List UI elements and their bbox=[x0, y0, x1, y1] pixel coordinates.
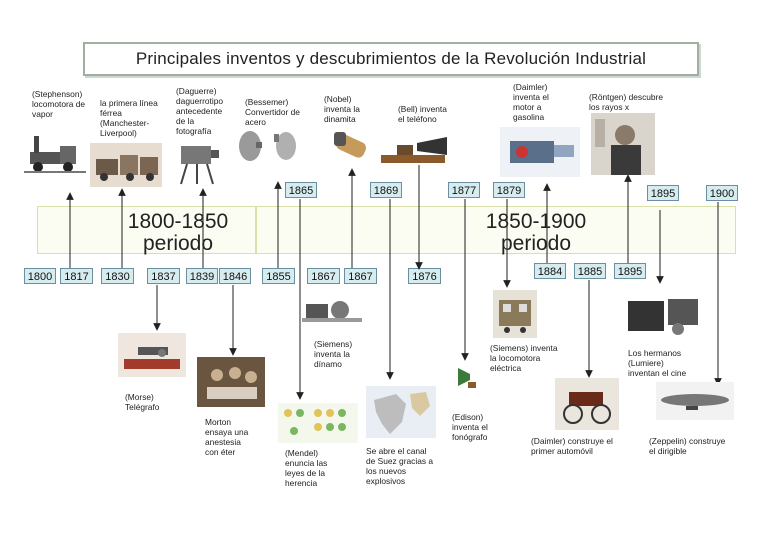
label-daguerre: (Daguerre) daguerrotipo antecedente de l… bbox=[176, 86, 224, 136]
year-box-1885: 1885 bbox=[574, 263, 606, 279]
year-box-1895-top: 1895 bbox=[647, 185, 679, 201]
bessemer-converter-illustration bbox=[239, 131, 296, 161]
label-suez: Se abre el canal de Suez gracias a los n… bbox=[366, 446, 434, 486]
period-word: periodo bbox=[142, 232, 214, 255]
period-label-1850-1900: 1850-1900 periodo bbox=[466, 211, 606, 255]
dynamite-illustration bbox=[334, 132, 367, 158]
label-bessemer: (Bessemer) Convertidor de acero bbox=[245, 97, 300, 127]
period-years: 1850-1900 bbox=[485, 210, 587, 233]
period-years: 1800-1850 bbox=[127, 210, 229, 233]
year-box-1839: 1839 bbox=[186, 268, 218, 284]
locomotive-illustration bbox=[24, 136, 86, 173]
label-morton: Morton ensaya una anestesia con éter bbox=[205, 417, 249, 457]
label-zeppelin: (Zeppelin) construye el dirigible bbox=[649, 436, 726, 456]
period-band-1850-1900 bbox=[256, 206, 736, 254]
label-daimler-motor: (Daimler) inventa el motor a gasolina bbox=[513, 82, 549, 122]
telegraph-illustration bbox=[118, 333, 186, 377]
year-box-1865: 1865 bbox=[285, 182, 317, 198]
label-edison: (Edison) inventa el fonógrafo bbox=[452, 412, 488, 442]
year-box-1867b: 1867 bbox=[344, 268, 377, 284]
label-rontgen: (Röntgen) descubre los rayos x bbox=[589, 92, 664, 112]
first-automobile-illustration bbox=[555, 378, 619, 430]
year-box-1855: 1855 bbox=[262, 268, 295, 284]
dynamo-illustration bbox=[302, 301, 362, 322]
year-box-1879: 1879 bbox=[493, 182, 525, 198]
suez-map-illustration bbox=[366, 386, 436, 438]
telephone-illustration bbox=[381, 137, 447, 163]
mendel-heredity-illustration bbox=[278, 403, 358, 443]
year-box-1830: 1830 bbox=[101, 268, 134, 284]
year-box-1817: 1817 bbox=[60, 268, 93, 284]
label-mendel: (Mendel) enuncia las leyes de la herenci… bbox=[285, 448, 328, 488]
label-morse: (Morse) Telégrafo bbox=[125, 392, 160, 412]
period-word: periodo bbox=[500, 232, 572, 255]
year-box-1867a: 1867 bbox=[307, 268, 340, 284]
zeppelin-illustration bbox=[656, 382, 734, 420]
label-linea-ferrea: la primera línea férrea (Manchester- Liv… bbox=[100, 98, 158, 138]
year-box-1884: 1884 bbox=[534, 263, 566, 279]
label-stephenson: (Stephenson) locomotora de vapor bbox=[32, 89, 86, 119]
diagram-title: Principales inventos y descubrimientos d… bbox=[83, 42, 699, 76]
label-bell: (Bell) inventa el teléfono bbox=[398, 104, 447, 124]
year-box-1837: 1837 bbox=[147, 268, 180, 284]
period-band-1800-1850 bbox=[37, 206, 256, 254]
year-box-1877: 1877 bbox=[448, 182, 480, 198]
cinematograph-illustration bbox=[628, 299, 698, 335]
label-nobel: (Nobel) inventa la dinamita bbox=[324, 94, 360, 124]
year-box-1869: 1869 bbox=[370, 182, 402, 198]
year-box-1800: 1800 bbox=[24, 268, 56, 284]
year-box-1895-bottom: 1895 bbox=[614, 263, 646, 279]
label-daimler-auto: (Daimler) construye el primer automóvil bbox=[531, 436, 613, 456]
phonograph-illustration bbox=[458, 368, 476, 388]
rontgen-portrait-illustration bbox=[591, 113, 655, 175]
railway-illustration bbox=[90, 143, 162, 187]
label-siemens-dinamo: (Siemens) inventa la dínamo bbox=[314, 339, 353, 369]
label-siemens-locomotora: (Siemens) inventa la locomotora eléctric… bbox=[490, 343, 558, 373]
year-box-1900: 1900 bbox=[706, 185, 738, 201]
anesthesia-painting-illustration bbox=[197, 357, 265, 407]
year-box-1876: 1876 bbox=[408, 268, 441, 284]
year-box-1846: 1846 bbox=[219, 268, 251, 284]
electric-locomotive-illustration bbox=[493, 290, 537, 338]
period-label-1800-1850: 1800-1850 periodo bbox=[118, 211, 238, 255]
gasoline-engine-illustration bbox=[500, 127, 580, 177]
daguerreotype-camera-illustration bbox=[180, 146, 219, 185]
label-lumiere: Los hermanos (Lumiere) inventan el cine bbox=[628, 348, 687, 378]
